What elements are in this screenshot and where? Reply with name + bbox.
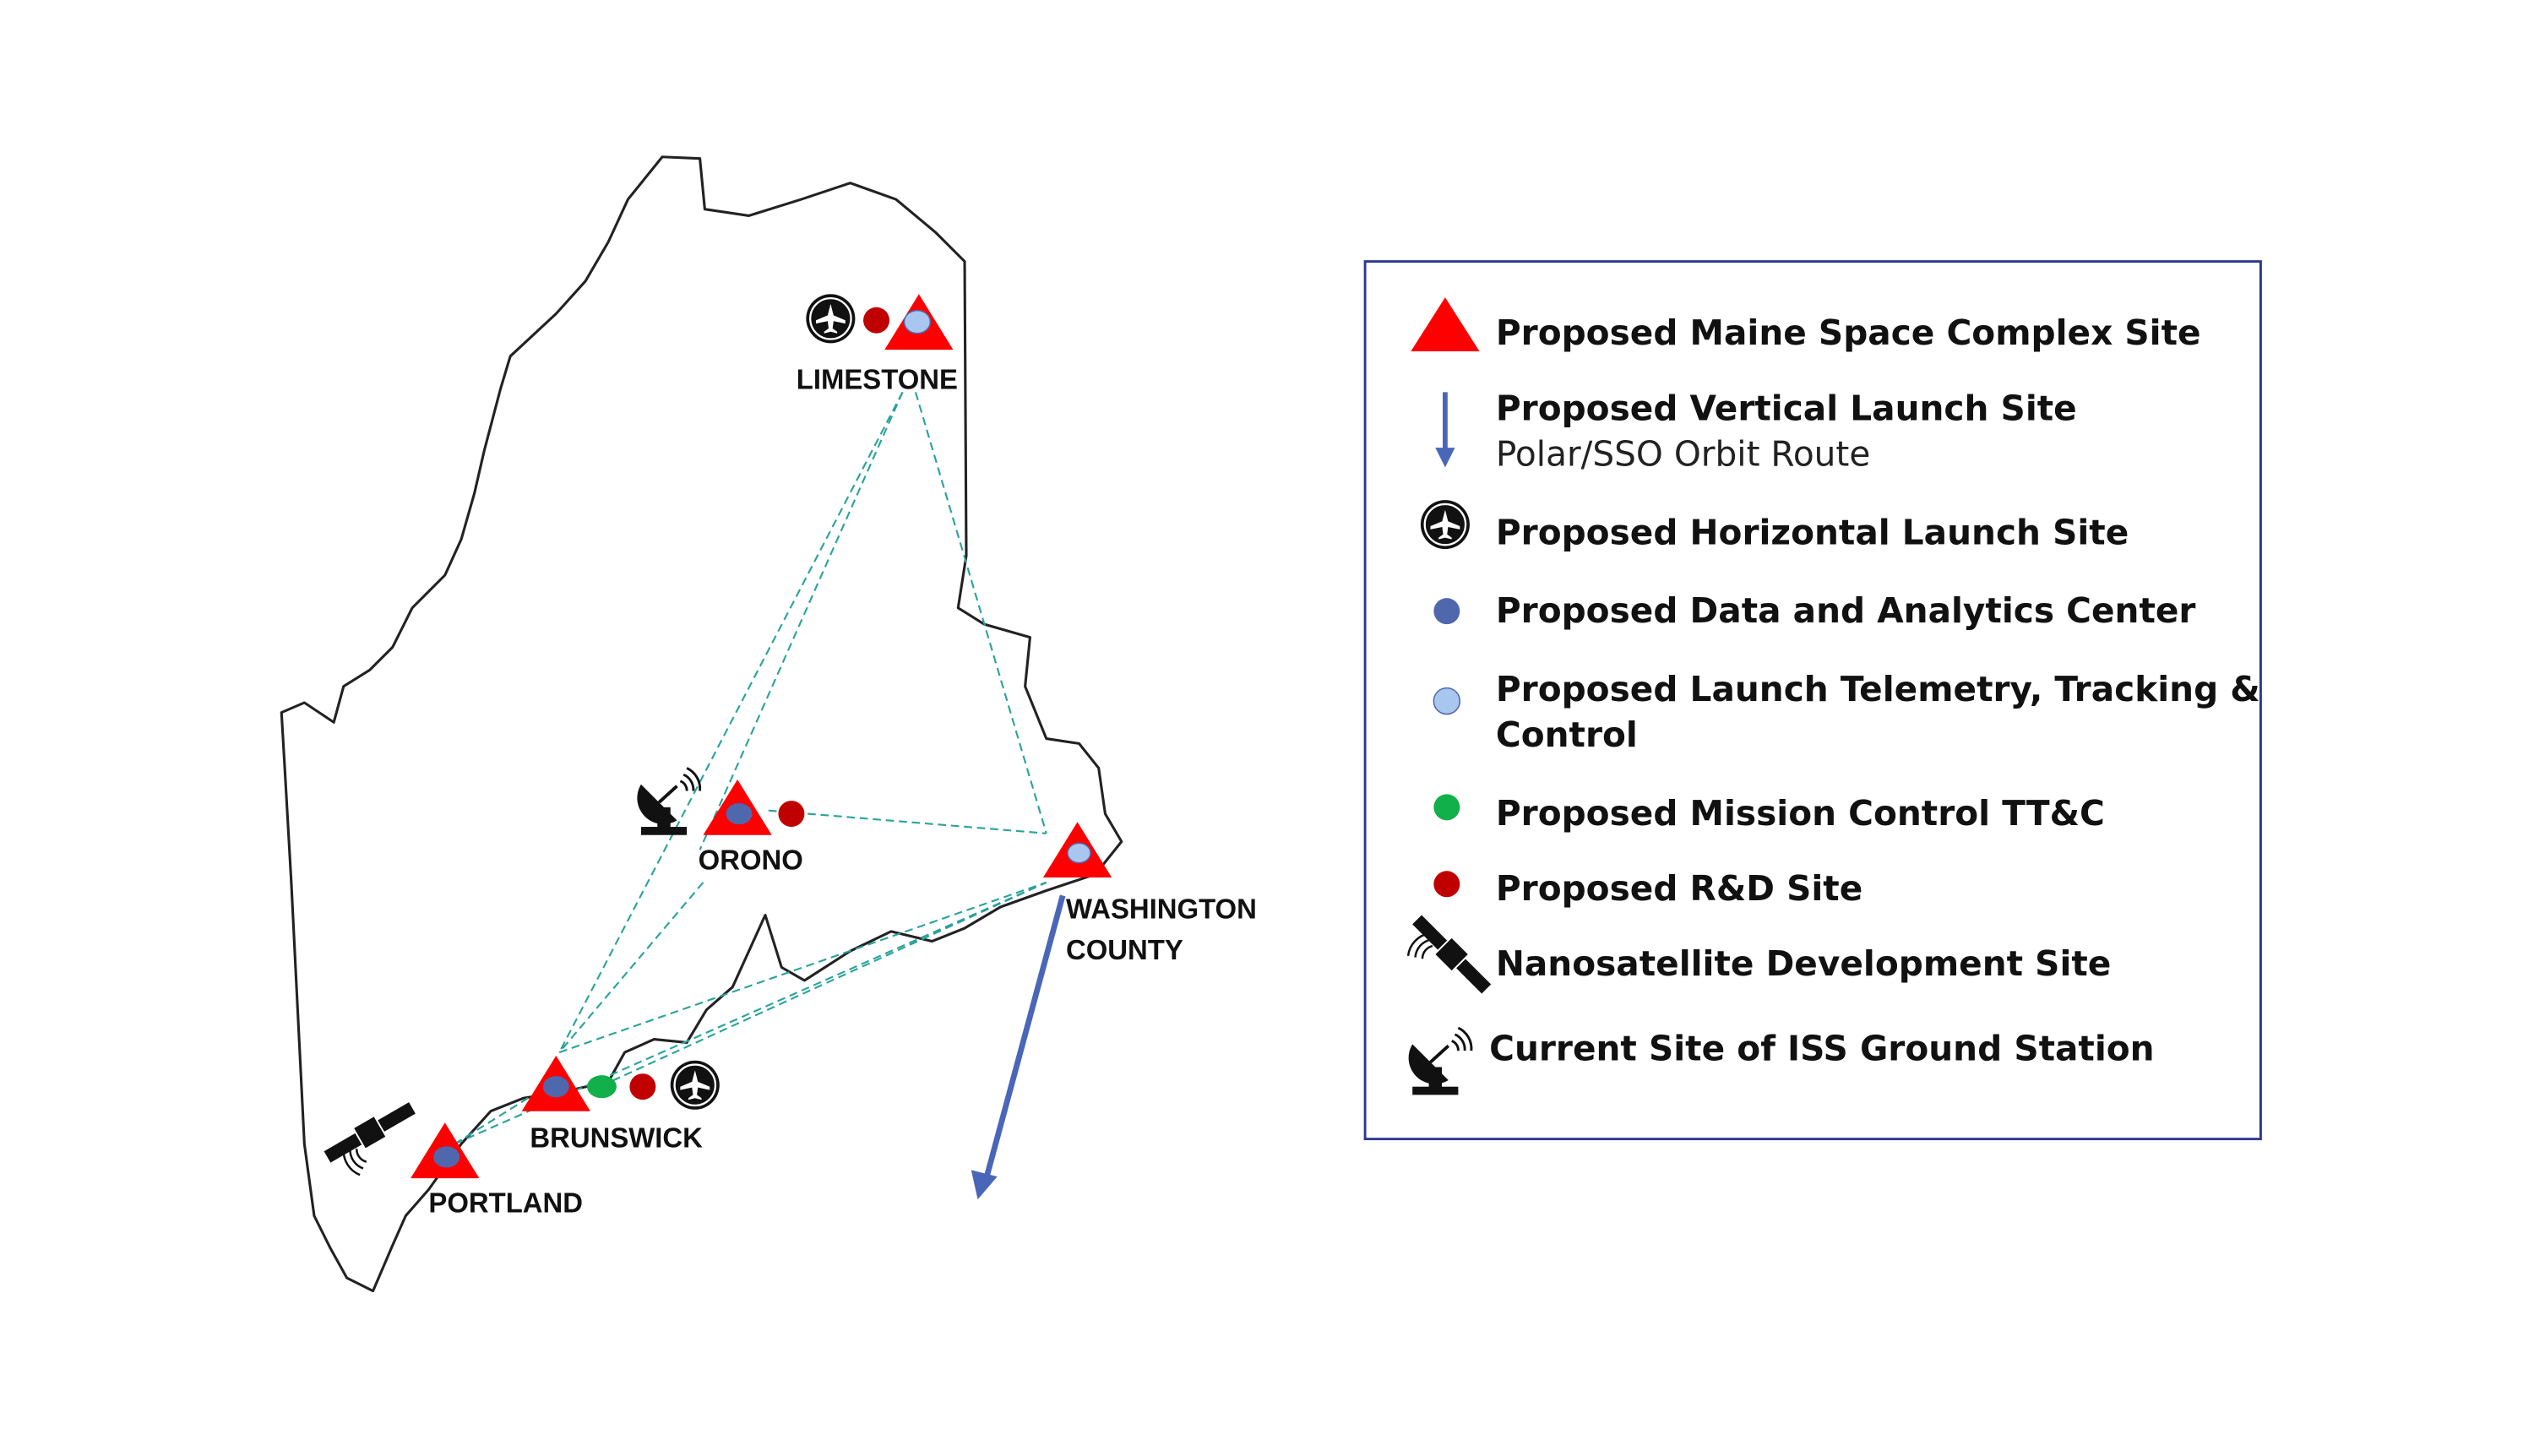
- maine-state-outline: [280, 155, 1123, 1293]
- data-center-dot: [726, 803, 753, 825]
- red-triangle-icon: [1411, 297, 1480, 352]
- legend-label: Current Site of ISS Ground Station: [1489, 1029, 2154, 1069]
- legend-label: Proposed Maine Space Complex Site: [1496, 312, 2201, 353]
- site-washington-county[interactable]: WASHINGTON COUNTY: [1042, 822, 1257, 965]
- down-arrow-icon: [1435, 392, 1455, 468]
- site-label: ORONO: [699, 844, 803, 875]
- legend-label: Proposed Vertical Launch Site: [1496, 388, 2077, 428]
- red-dot-icon: [1433, 871, 1460, 898]
- legend-item: Proposed Launch Telemetry, Tracking & Co…: [1433, 669, 2260, 755]
- light-blue-dot-icon: [1433, 687, 1461, 715]
- legend-label: Proposed Horizontal Launch Site: [1496, 512, 2129, 552]
- legend-label: Proposed R&D Site: [1496, 868, 1862, 909]
- airplane-icon: [805, 293, 856, 345]
- site-brunswick[interactable]: BRUNSWICK: [521, 1055, 721, 1153]
- mission-control-dot: [587, 1075, 617, 1099]
- site-orono[interactable]: ORONO: [635, 766, 805, 875]
- site-connection-lines: [454, 391, 1047, 1145]
- site-label: WASHINGTON: [1066, 893, 1257, 924]
- airplane-icon: [1419, 498, 1471, 551]
- site-label: LIMESTONE: [797, 364, 958, 395]
- legend-item: Proposed R&D Site: [1433, 868, 1862, 909]
- rd-site-dot: [778, 801, 805, 828]
- data-center-dot: [433, 1146, 460, 1168]
- legend-item: Proposed Mission Control TT&C: [1433, 793, 2105, 834]
- legend-item: Proposed Horizontal Launch Site: [1419, 498, 2129, 552]
- legend-label-line2: Control: [1496, 714, 1638, 755]
- legend: Proposed Maine Space Complex Site Propos…: [1363, 260, 2262, 1141]
- legend-item: Proposed Maine Space Complex Site: [1411, 297, 2201, 353]
- dark-blue-dot-icon: [1433, 598, 1460, 625]
- data-center-dot: [542, 1076, 569, 1098]
- legend-item: Current Site of ISS Ground Station: [1406, 1026, 2155, 1097]
- airplane-icon: [669, 1059, 721, 1111]
- site-label: PORTLAND: [428, 1187, 583, 1219]
- legend-item: Nanosatellite Development Site: [1397, 898, 2111, 1013]
- legend-label: Proposed Data and Analytics Center: [1496, 590, 2196, 631]
- legend-item: Proposed Vertical Launch Site Polar/SSO …: [1435, 388, 2077, 474]
- site-portland[interactable]: PORTLAND: [320, 1096, 583, 1219]
- rd-site-dot: [863, 307, 890, 334]
- legend-label: Proposed Mission Control TT&C: [1496, 793, 2105, 834]
- legend-sublabel: Polar/SSO Orbit Route: [1496, 433, 1870, 474]
- telemetry-dot: [1067, 842, 1091, 864]
- legend-label: Nanosatellite Development Site: [1496, 943, 2111, 984]
- site-limestone[interactable]: LIMESTONE: [797, 293, 958, 395]
- legend-label: Proposed Launch Telemetry, Tracking &: [1496, 669, 2260, 709]
- polar-sso-orbit-route-arrow: [971, 894, 1066, 1200]
- rd-site-dot: [629, 1073, 656, 1100]
- green-dot-icon: [1433, 794, 1460, 821]
- site-label-line2: COUNTY: [1066, 934, 1183, 965]
- legend-item: Proposed Data and Analytics Center: [1433, 590, 2195, 631]
- telemetry-dot: [903, 309, 932, 334]
- site-label: BRUNSWICK: [530, 1122, 703, 1153]
